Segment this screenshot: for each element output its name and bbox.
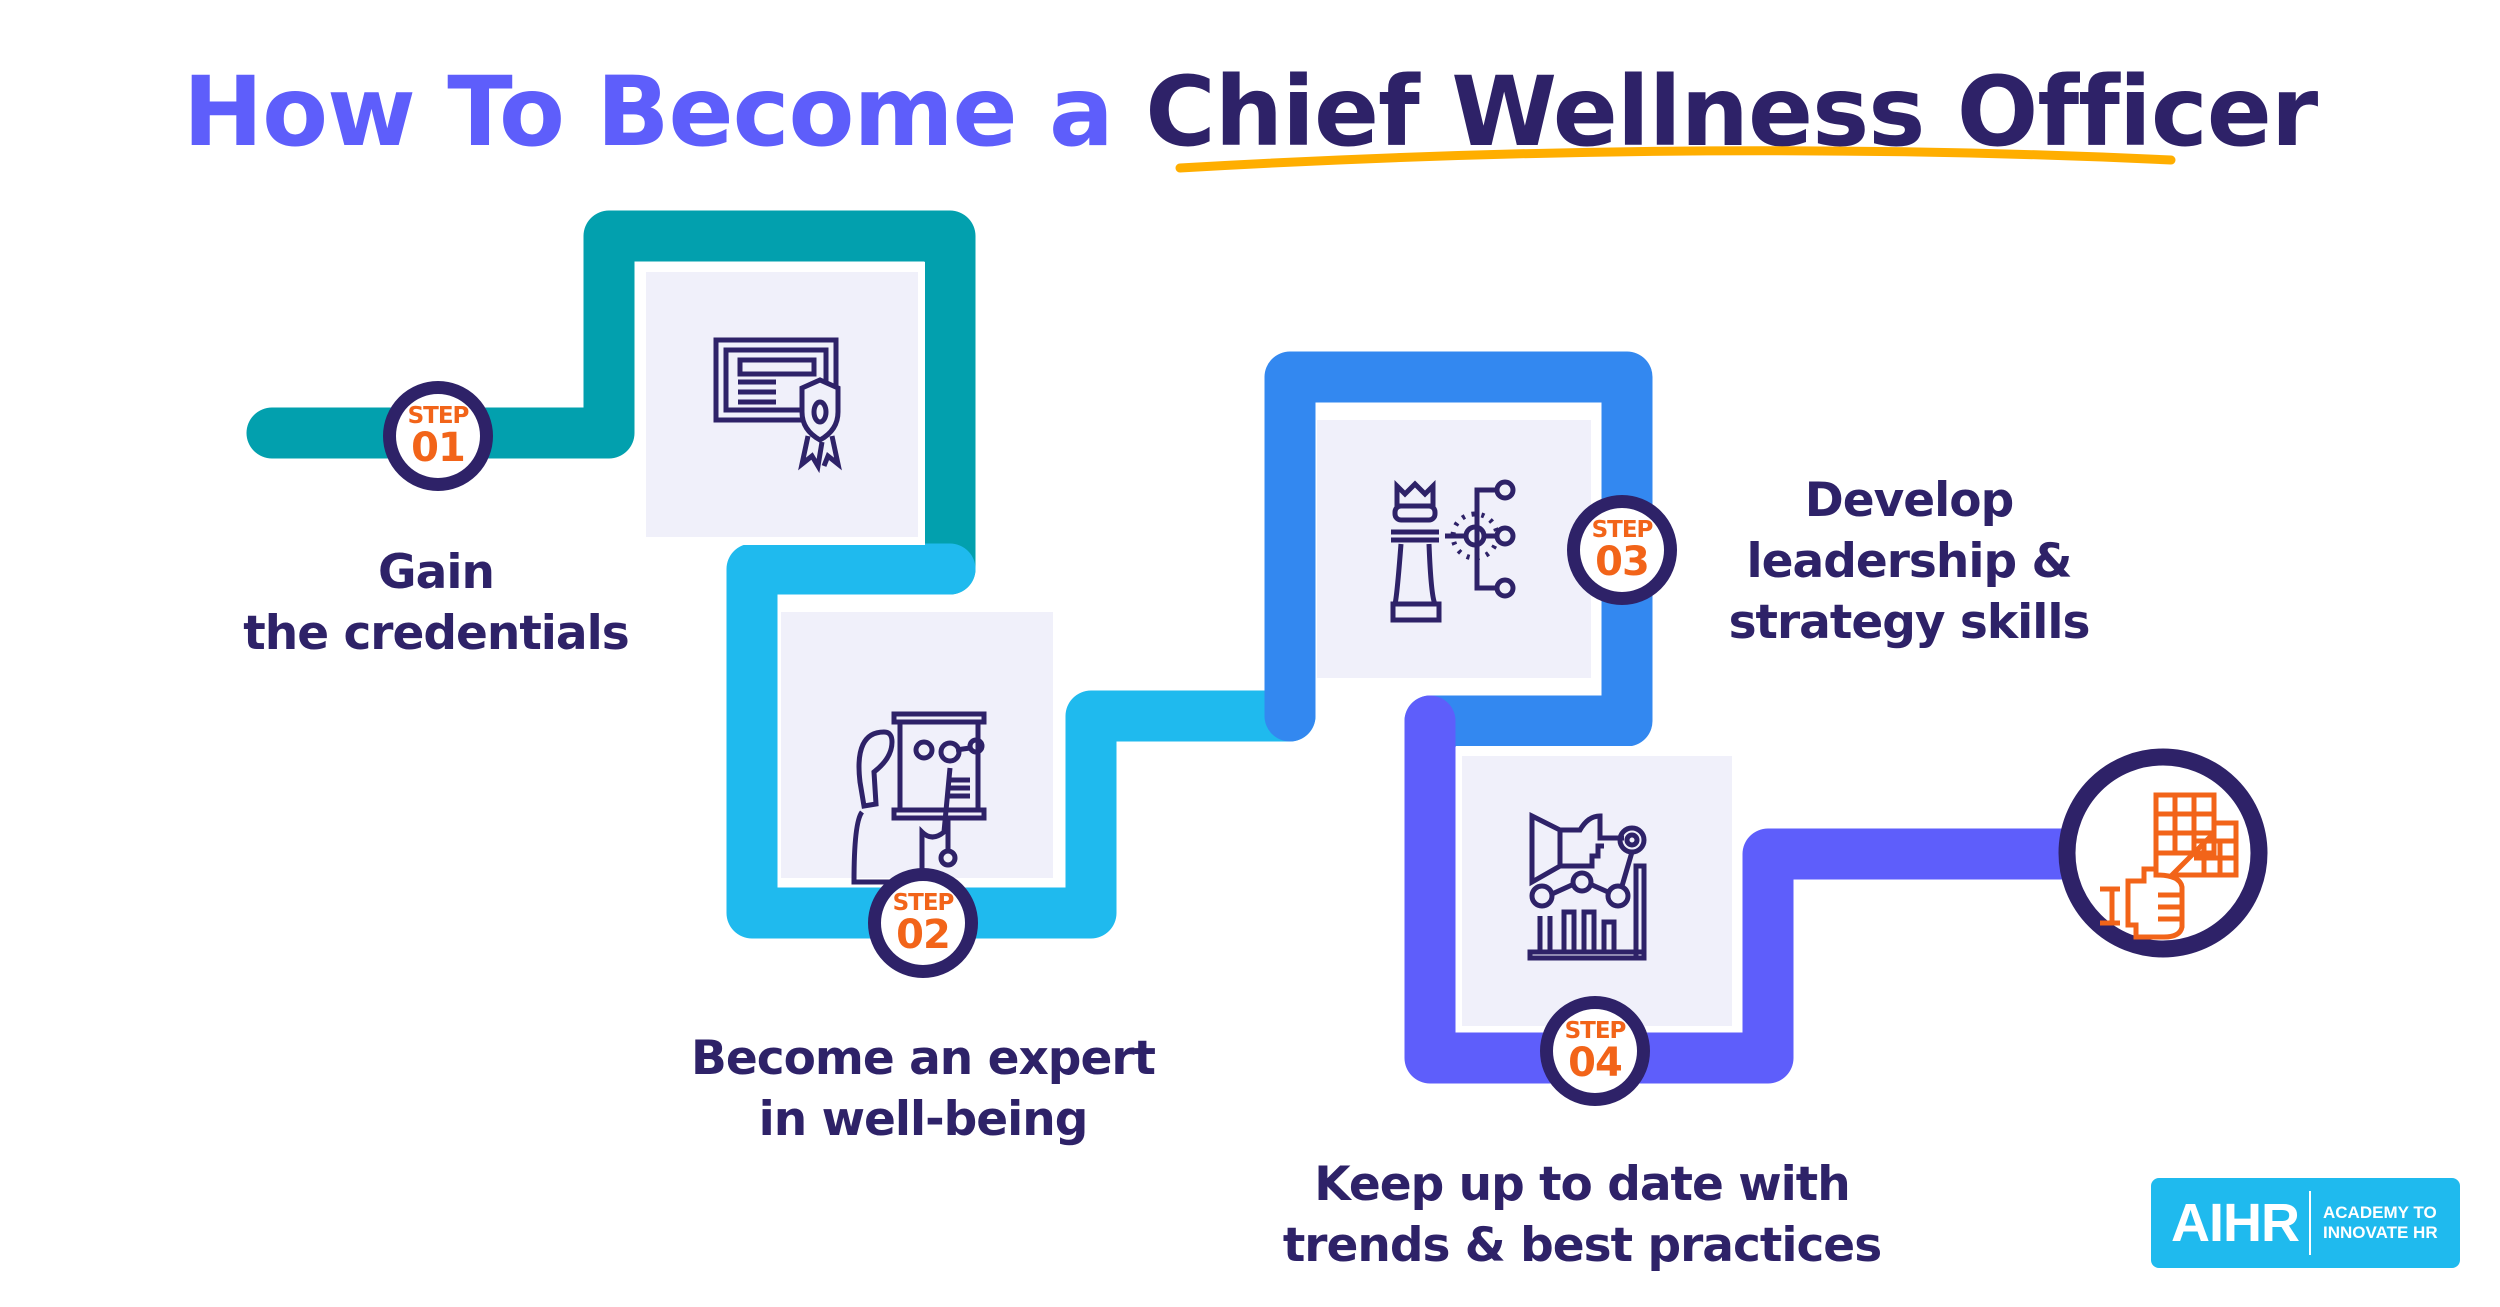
step-number: 04 — [1568, 1040, 1623, 1086]
step4-path — [1404, 695, 2093, 1084]
step-02-badge: STEP 02 — [868, 868, 978, 978]
title-underline — [1175, 146, 2176, 173]
step3-path — [1264, 351, 1653, 747]
logo-tagline: ACADEMY TO INNOVATE HR — [2323, 1203, 2438, 1242]
step1-path — [246, 210, 976, 595]
step-number: 01 — [411, 425, 466, 471]
trend-analytics-icon — [1527, 811, 1647, 961]
page-title: How To Become a Chief Wellness Officer — [0, 56, 2500, 168]
step-03-description: Develop leadership & strategy skills — [1728, 473, 2091, 650]
step1-box — [646, 272, 918, 537]
step-label: STEP — [407, 403, 470, 429]
step-number: 03 — [1595, 539, 1650, 585]
logo-divider — [2309, 1191, 2311, 1255]
step-03-badge: STEP 03 — [1567, 495, 1677, 605]
logo-abbr: AIHR — [2171, 1193, 2300, 1253]
chess-strategy-icon — [1390, 479, 1516, 623]
step-04-description: Keep up to date with trends & best pract… — [1282, 1157, 1882, 1273]
certificate-shield-icon — [713, 337, 842, 474]
step4-box — [1462, 756, 1732, 1026]
presenter-whiteboard-icon — [851, 711, 987, 885]
step-label: STEP — [892, 890, 955, 916]
step-04-badge: STEP 04 — [1540, 996, 1650, 1106]
step-number: 02 — [896, 912, 951, 958]
title-prefix: How To Become a — [182, 56, 1146, 168]
aihr-logo: AIHR ACADEMY TO INNOVATE HR — [2151, 1178, 2460, 1268]
step-02-description: Become an expert in well-being — [691, 1031, 1156, 1147]
step-01-badge: STEP 01 — [383, 381, 493, 491]
finish-flag-icon — [2100, 792, 2239, 940]
step-label: STEP — [1564, 1018, 1627, 1044]
step-label: STEP — [1591, 517, 1654, 543]
step-01-description: Gain the credentials — [243, 545, 629, 661]
step3-box — [1317, 420, 1591, 678]
